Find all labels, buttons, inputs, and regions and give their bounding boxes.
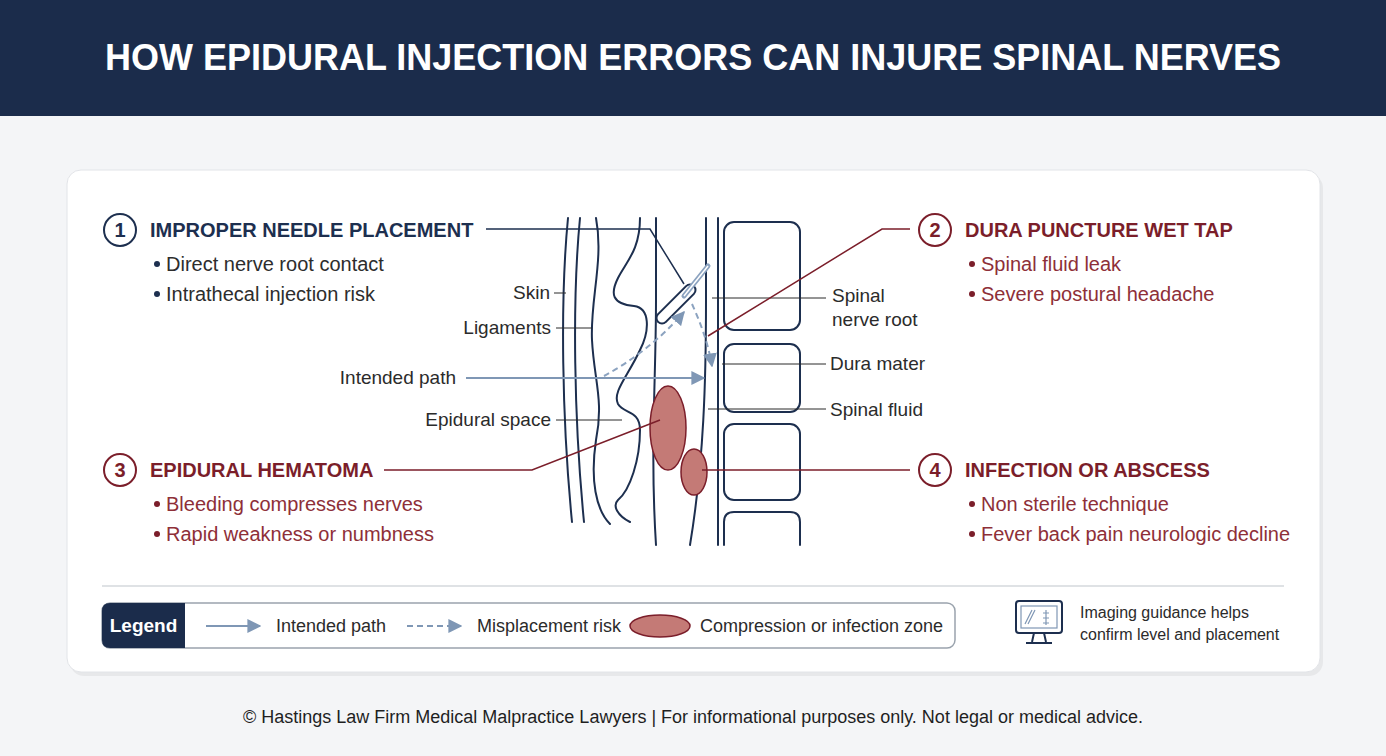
needle xyxy=(684,266,708,296)
spine-mark xyxy=(1043,610,1049,625)
legend-sample xyxy=(628,614,692,638)
bullet-text: Fever back pain neurologic decline xyxy=(981,519,1290,549)
separator-line xyxy=(102,585,1284,587)
callout-circle: 3EPIDURAL HEMATOMABleeding compresses ne… xyxy=(103,453,137,487)
bullet-text: Non sterile technique xyxy=(981,489,1169,519)
spine-illustration xyxy=(563,218,800,545)
bullet-text: Intrathecal injection risk xyxy=(166,279,375,309)
callout-number: 2 xyxy=(920,215,950,245)
bullet-dot xyxy=(969,531,975,537)
intended-path-arrow xyxy=(466,377,704,379)
legend-swatch xyxy=(630,615,690,637)
bullet-dot xyxy=(969,501,975,507)
dashed-line-sample xyxy=(407,625,461,627)
note-text: Imaging guidance helps confirm level and… xyxy=(1080,602,1295,646)
bullet-dot xyxy=(154,291,160,297)
screen-mark xyxy=(1025,610,1035,624)
callout-circle: 4INFECTION OR ABSCESSNon sterile techniq… xyxy=(918,453,952,487)
anatomy-label: Skin xyxy=(250,281,550,305)
legend-tab xyxy=(102,603,185,648)
leader-line xyxy=(486,229,684,284)
vertebral-body xyxy=(724,424,800,500)
callout-number: 1 xyxy=(105,215,135,245)
abscess-zone xyxy=(681,449,707,495)
label-ticks xyxy=(554,293,826,420)
legend-title: Legend xyxy=(102,603,185,648)
callout-heading: EPIDURAL HEMATOMA xyxy=(150,455,373,485)
bullet-dot xyxy=(154,501,160,507)
anatomy-label: Ligaments xyxy=(251,316,551,340)
callout-heading: DURA PUNCTURE WET TAP xyxy=(965,215,1233,245)
monitor-frame xyxy=(1016,601,1062,633)
bullet-dot xyxy=(969,291,975,297)
callout-heading: IMPROPER NEEDLE PLACEMENT xyxy=(150,215,473,245)
callout-heading: INFECTION OR ABSCESS xyxy=(965,455,1210,485)
label-tick xyxy=(722,364,826,365)
monitor-screen xyxy=(1021,606,1057,628)
bullet-text: Severe postural headache xyxy=(981,279,1215,309)
legend-sample xyxy=(204,614,268,638)
vertebral-body xyxy=(724,512,800,545)
footer-caption: © Hastings Law Firm Medical Malpractice … xyxy=(0,700,1386,734)
callout-number: 4 xyxy=(920,455,950,485)
bullet-text: Spinal fluid leak xyxy=(981,249,1121,279)
leader-line xyxy=(702,469,910,471)
path-label: Intended path xyxy=(156,366,456,390)
legend-item: Misplacement risk xyxy=(405,604,621,648)
label-tick xyxy=(556,328,592,329)
line-sample xyxy=(206,625,260,627)
anatomy-label: Dura mater xyxy=(830,352,1030,376)
legend-sample xyxy=(405,614,469,638)
legend-item: Intended path xyxy=(204,604,386,648)
title-band xyxy=(0,0,1386,116)
content-card xyxy=(67,170,1320,672)
monitor-stand xyxy=(1026,633,1052,643)
callout-circle: 2DURA PUNCTURE WET TAPSpinal fluid leakS… xyxy=(918,213,952,247)
monitor-icon xyxy=(1016,601,1062,643)
callout-number: 3 xyxy=(105,455,135,485)
legend-text: Misplacement risk xyxy=(477,616,621,637)
bullet-dot xyxy=(969,261,975,267)
skin-line xyxy=(575,218,584,522)
callout-circle: 1IMPROPER NEEDLE PLACEMENTDirect nerve r… xyxy=(103,213,137,247)
canal-wall xyxy=(717,218,719,545)
legend-text: Intended path xyxy=(276,616,386,637)
ligament-outline xyxy=(592,218,610,524)
label-tick xyxy=(554,293,566,294)
hematoma-zone xyxy=(650,386,686,470)
skin-line xyxy=(563,218,572,522)
page-title: HOW EPIDURAL INJECTION ERRORS CAN INJURE… xyxy=(0,0,1386,116)
label-tick xyxy=(556,420,622,421)
legend-text: Compression or infection zone xyxy=(700,616,943,637)
dura-line xyxy=(690,218,706,545)
anatomy-label: Spinal fluid xyxy=(830,398,1030,422)
bullet-text: Bleeding compresses nerves xyxy=(166,489,423,519)
bullet-text: Rapid weakness or numbness xyxy=(166,519,434,549)
legend-box xyxy=(102,603,955,648)
label-tick xyxy=(708,409,826,410)
legend-item: Compression or infection zone xyxy=(628,604,943,648)
bullet-dot xyxy=(154,261,160,267)
anatomy-label: Epidural space xyxy=(251,408,551,432)
misplacement-arrow xyxy=(604,312,684,376)
bullet-dot xyxy=(154,531,160,537)
bullet-text: Direct nerve root contact xyxy=(166,249,384,279)
dura-line xyxy=(653,218,656,545)
needle-bore xyxy=(684,266,708,296)
vertebral-body xyxy=(724,222,800,330)
anatomy-label: Spinal nerve root xyxy=(832,284,928,332)
spinous-process-outline xyxy=(614,218,647,522)
vertebral-body xyxy=(724,344,800,412)
